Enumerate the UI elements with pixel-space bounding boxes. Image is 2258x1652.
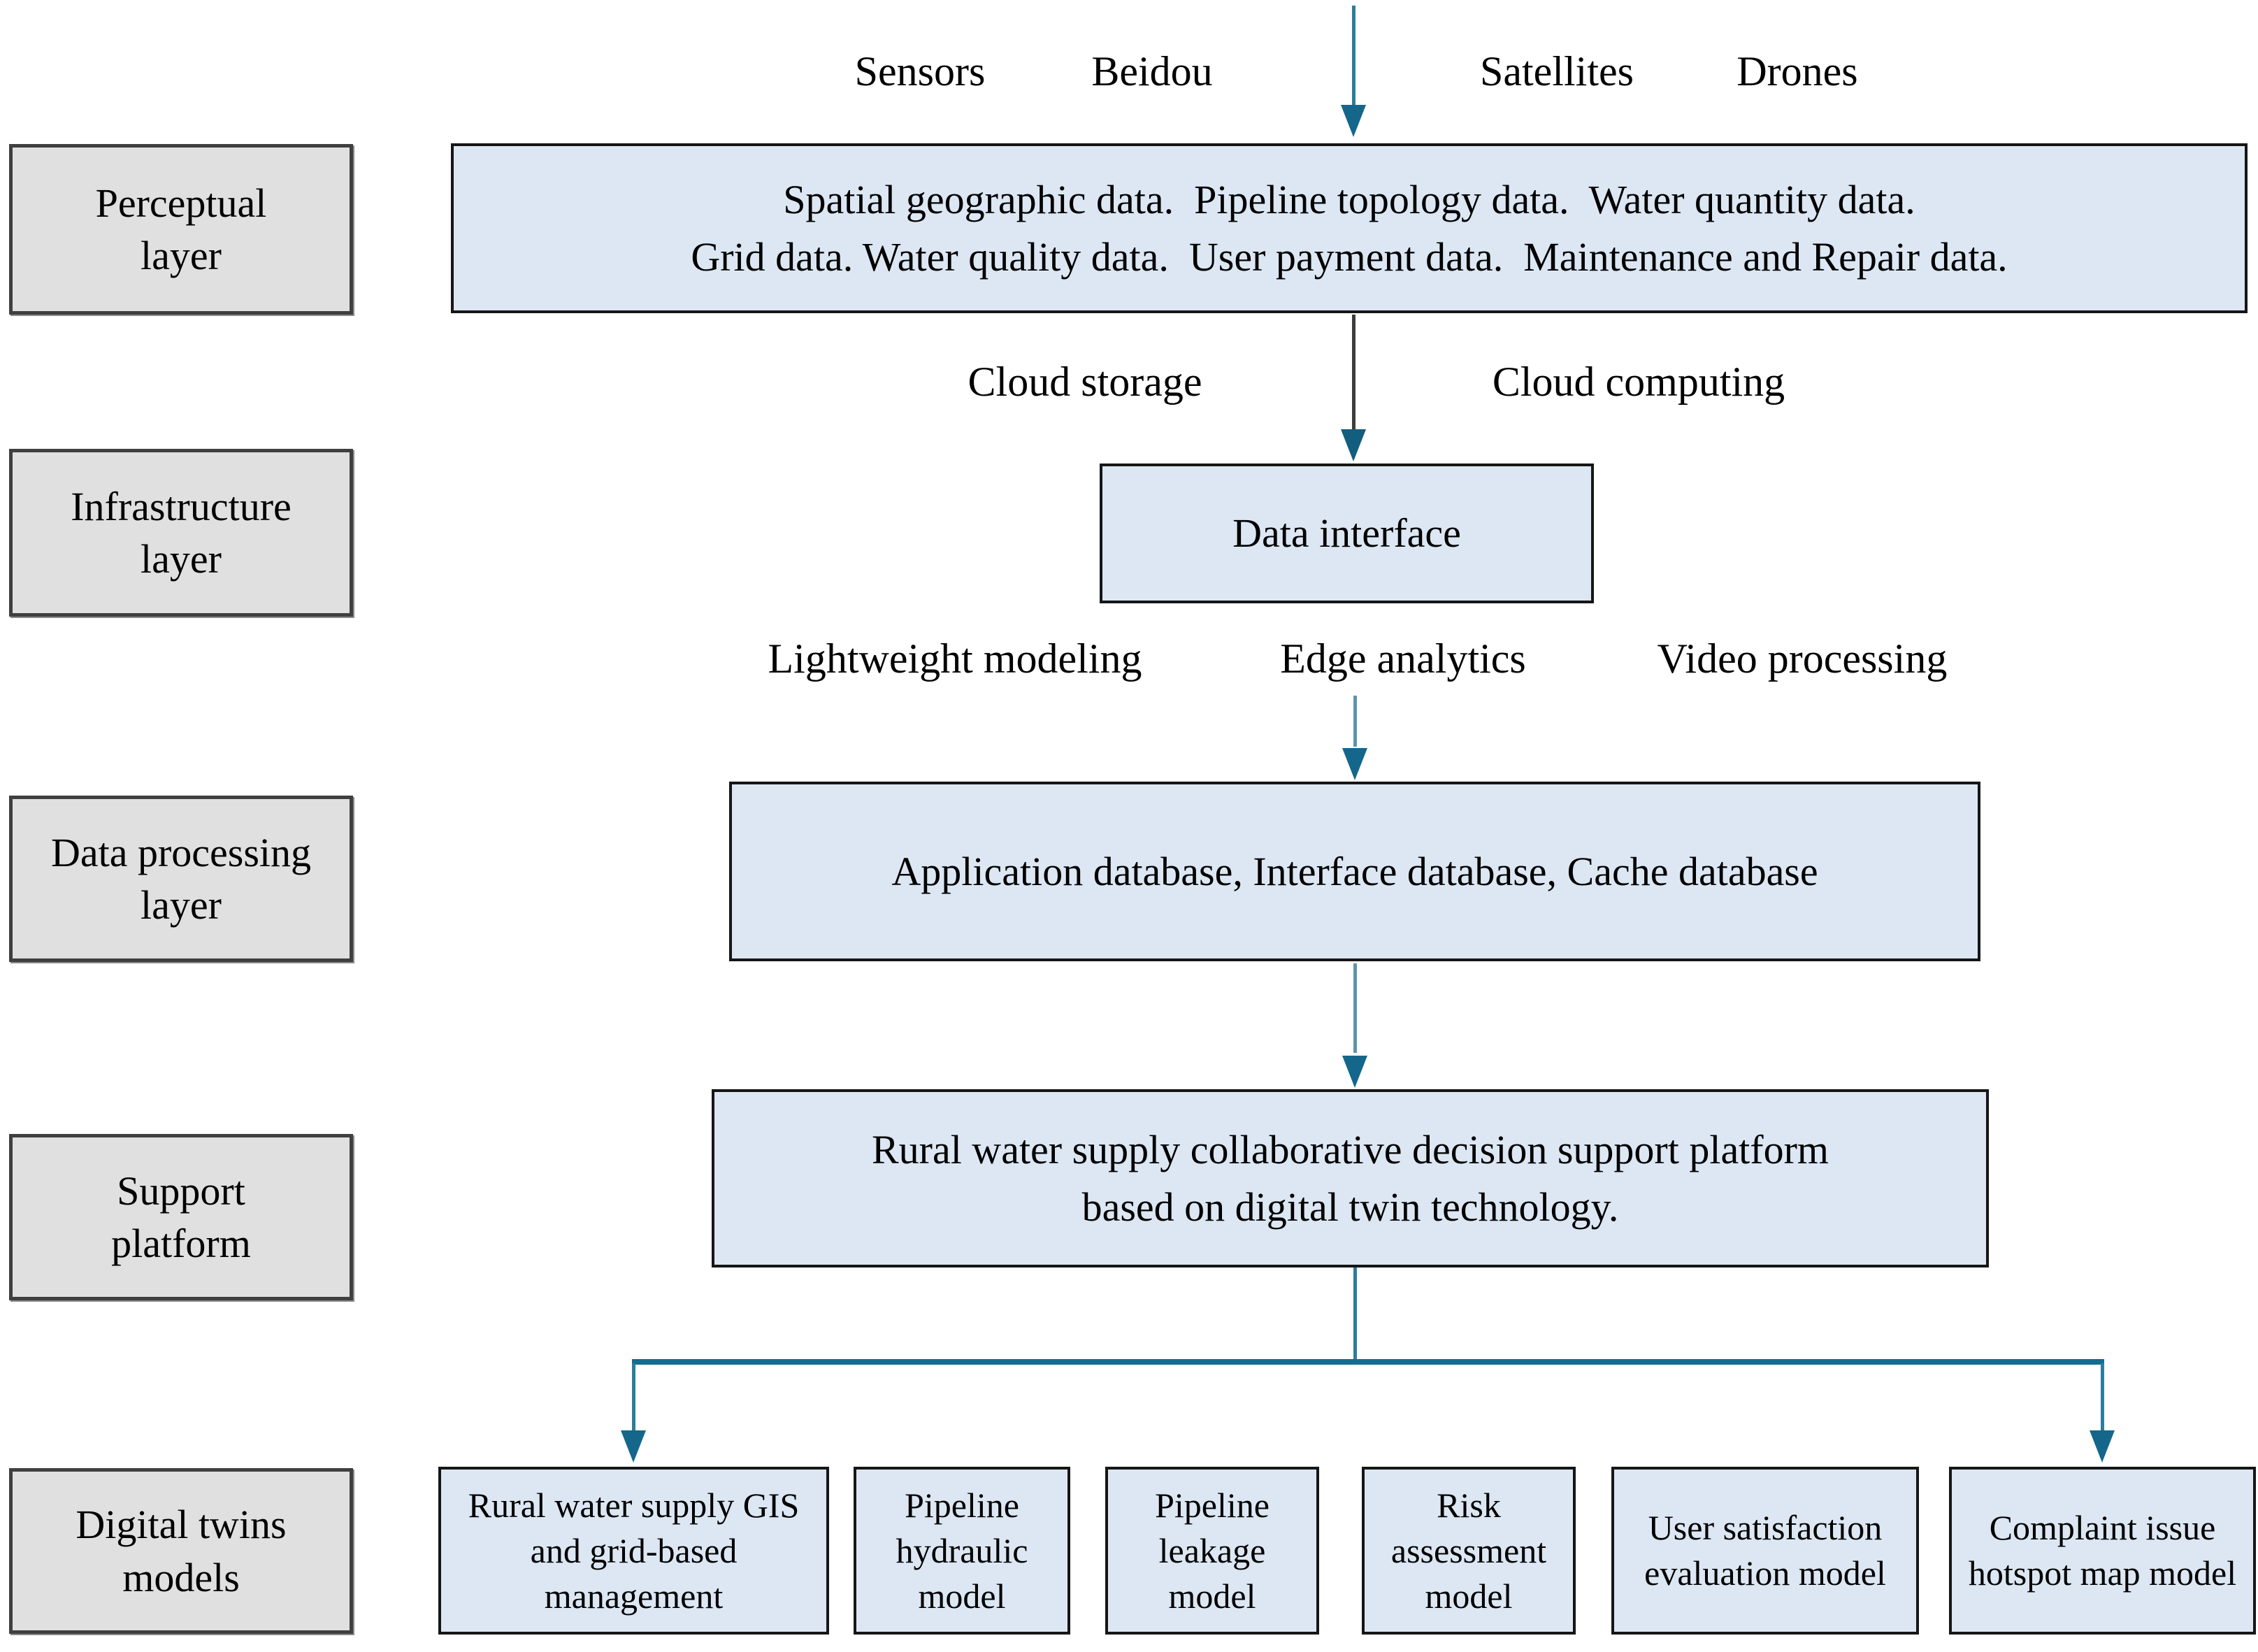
model-box-gis-grid-management: Rural water supply GIS and grid-based ma… bbox=[438, 1467, 829, 1635]
arrow-down-icon bbox=[621, 1430, 646, 1463]
data-interface-box: Data interface bbox=[1100, 464, 1594, 603]
arrow-down-icon bbox=[2090, 1430, 2115, 1463]
perceptual-data-box: Spatial geographic data. Pipeline topolo… bbox=[451, 143, 2248, 313]
model-box-user-satisfaction: User satisfaction evaluation model bbox=[1611, 1467, 1919, 1635]
arrow-line bbox=[1352, 6, 1355, 108]
arrow-down-icon bbox=[1341, 429, 1366, 461]
arrow-line bbox=[1353, 696, 1357, 747]
layer-box-support-platform: Support platform bbox=[9, 1134, 353, 1300]
layer-box-digital-twins: Digital twins models bbox=[9, 1468, 353, 1634]
arrow-line bbox=[1352, 315, 1355, 431]
edge-analytics-label: Edge analytics bbox=[1280, 635, 1526, 682]
source-label-sensors: Sensors bbox=[854, 48, 986, 94]
layer-box-perceptual: Perceptual layer bbox=[9, 144, 353, 315]
branch-right-line bbox=[2101, 1363, 2104, 1432]
source-label-satellites: Satellites bbox=[1480, 48, 1634, 94]
model-box-pipeline-leakage: Pipeline leakage model bbox=[1105, 1467, 1319, 1635]
cloud-computing-label: Cloud computing bbox=[1492, 359, 1785, 405]
support-platform-box: Rural water supply collaborative decisio… bbox=[712, 1089, 1989, 1267]
layer-box-data-processing: Data processing layer bbox=[9, 796, 353, 962]
arrow-down-icon bbox=[1342, 748, 1367, 780]
arrow-down-icon bbox=[1342, 1056, 1367, 1088]
lightweight-modeling-label: Lightweight modeling bbox=[768, 635, 1142, 682]
database-box: Application database, Interface database… bbox=[729, 782, 1980, 961]
arrow-down-icon bbox=[1341, 105, 1366, 137]
model-box-risk-assessment: Risk assessment model bbox=[1362, 1467, 1576, 1635]
layer-box-infrastructure: Infrastructure layer bbox=[9, 449, 353, 617]
branch-left-line bbox=[632, 1363, 635, 1432]
video-processing-label: Video processing bbox=[1657, 635, 1948, 682]
model-box-complaint-hotspot: Complaint issue hotspot map model bbox=[1949, 1467, 2256, 1635]
model-box-pipeline-hydraulic: Pipeline hydraulic model bbox=[854, 1467, 1070, 1635]
source-label-drones: Drones bbox=[1736, 48, 1858, 94]
branch-stem-line bbox=[1353, 1267, 1357, 1363]
source-label-beidou: Beidou bbox=[1091, 48, 1213, 94]
cloud-storage-label: Cloud storage bbox=[968, 359, 1202, 405]
arrow-line bbox=[1353, 963, 1357, 1053]
branch-horizontal-line bbox=[632, 1359, 2104, 1365]
